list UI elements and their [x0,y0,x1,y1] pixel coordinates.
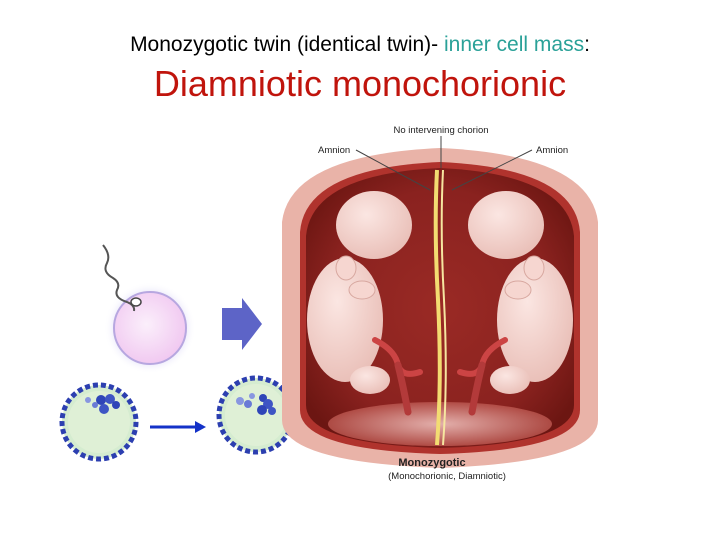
blastocyst-right [216,375,296,455]
development-arrow [150,421,206,433]
zygote-cell [113,291,187,365]
title-suffix: : [584,33,590,56]
process-arrow [222,298,262,350]
slide-title: Monozygotic twin (identical twin)- inner… [0,33,720,57]
label-amnion-right: Amnion [536,145,568,156]
title-accent: inner cell mass [444,33,585,56]
amnion-septum-inner [440,169,447,446]
sperm-tail [102,244,136,312]
slide-subtitle: Diamniotic monochorionic [153,63,567,104]
blastocoel [225,384,287,446]
title-prefix: Monozygotic twin (identical twin)- [130,33,445,56]
fetus-left [307,191,423,416]
fetus-right [457,191,573,416]
leader-lines [355,136,533,191]
label-no-intervening-chorion: No intervening chorion [393,125,488,136]
amnion-septum [433,169,442,446]
sperm-head [130,297,142,307]
label-amnion-left: Amnion [318,145,350,156]
blastocyst-left [59,382,139,462]
inner-cell-mass [85,394,120,414]
caption-chorionicity: (Monochorionic, Diamniotic) [388,471,506,482]
zygote-with-sperm [102,244,196,374]
split-inner-cell-mass [236,393,276,415]
caption-monozygotic: Monozygotic [398,457,465,469]
uterus-illustration [282,148,598,468]
